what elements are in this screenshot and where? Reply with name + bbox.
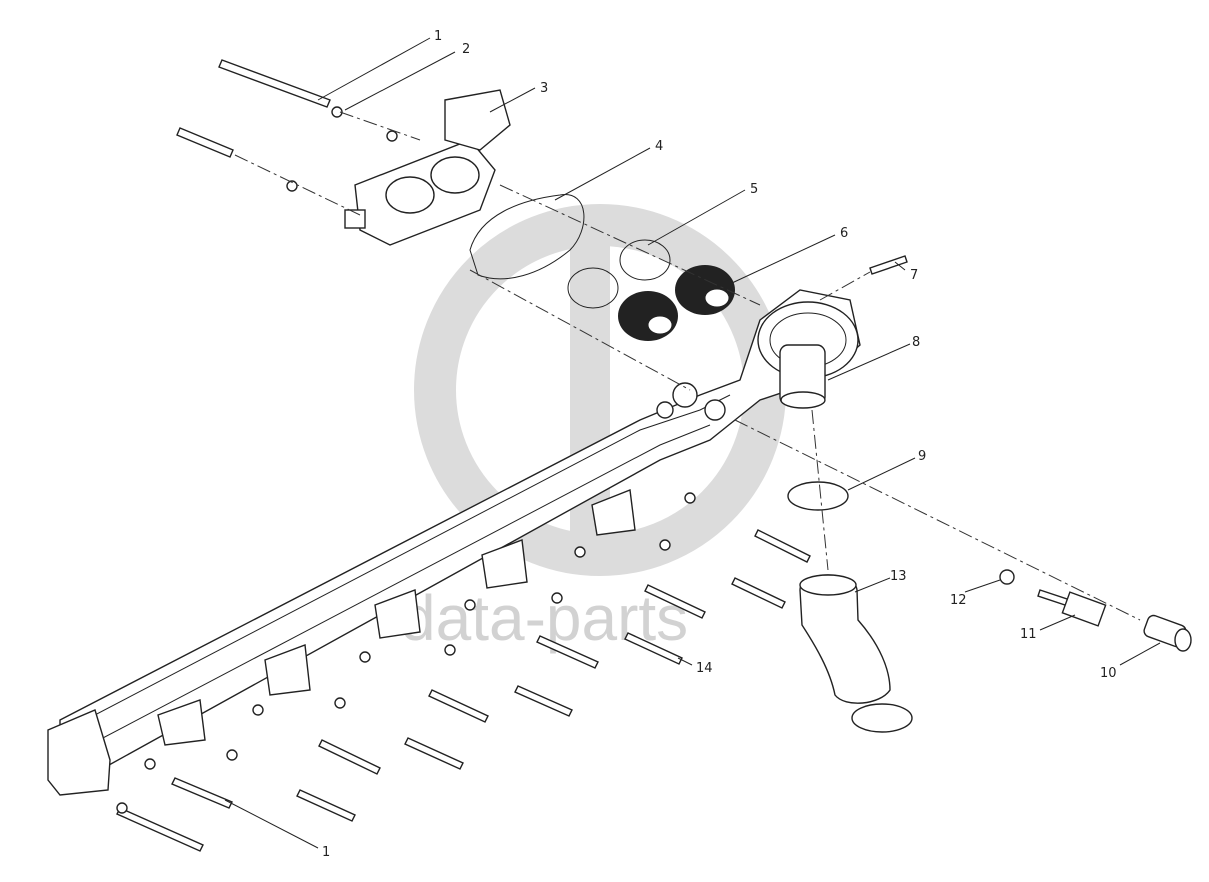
leader-lines bbox=[224, 37, 1161, 849]
callout-13: 13 bbox=[890, 569, 907, 584]
thermostats bbox=[618, 265, 735, 341]
gasket bbox=[469, 194, 585, 280]
manifold-boss bbox=[672, 382, 698, 408]
manifold-flanges bbox=[157, 489, 636, 746]
o-rings bbox=[567, 239, 671, 309]
callout-6: 6 bbox=[840, 226, 848, 241]
callout-9: 9 bbox=[918, 449, 926, 464]
callout-4: 4 bbox=[655, 139, 663, 154]
callout-7: 7 bbox=[910, 268, 918, 283]
temperature-sensor bbox=[1037, 589, 1107, 627]
manifold-boss bbox=[704, 399, 726, 421]
hose-clamps bbox=[787, 481, 913, 733]
upper-bolts bbox=[176, 59, 398, 192]
callout-14: 14 bbox=[696, 661, 713, 676]
callout-3: 3 bbox=[540, 81, 548, 96]
callout-8: 8 bbox=[912, 335, 920, 350]
manifold-boss bbox=[656, 401, 674, 419]
plug-cap bbox=[1143, 614, 1192, 652]
lower-bolts bbox=[116, 492, 811, 852]
washer bbox=[999, 569, 1015, 585]
stud bbox=[869, 255, 908, 275]
exhaust-manifold bbox=[47, 289, 861, 796]
callout-12: 12 bbox=[950, 593, 967, 608]
callout-labels: 1 2 3 4 5 6 7 8 9 13 12 11 10 14 1 bbox=[322, 29, 1117, 860]
callout-5: 5 bbox=[750, 182, 758, 197]
callout-10: 10 bbox=[1100, 666, 1117, 681]
callout-2: 2 bbox=[462, 42, 470, 57]
callout-1-bottom: 1 bbox=[322, 845, 330, 860]
callout-1-top: 1 bbox=[434, 29, 442, 44]
thermostat-cover bbox=[344, 89, 511, 246]
callout-11: 11 bbox=[1020, 627, 1037, 642]
alignment-lines bbox=[234, 111, 1141, 621]
outlet-housing bbox=[757, 301, 859, 409]
hose bbox=[799, 574, 891, 704]
